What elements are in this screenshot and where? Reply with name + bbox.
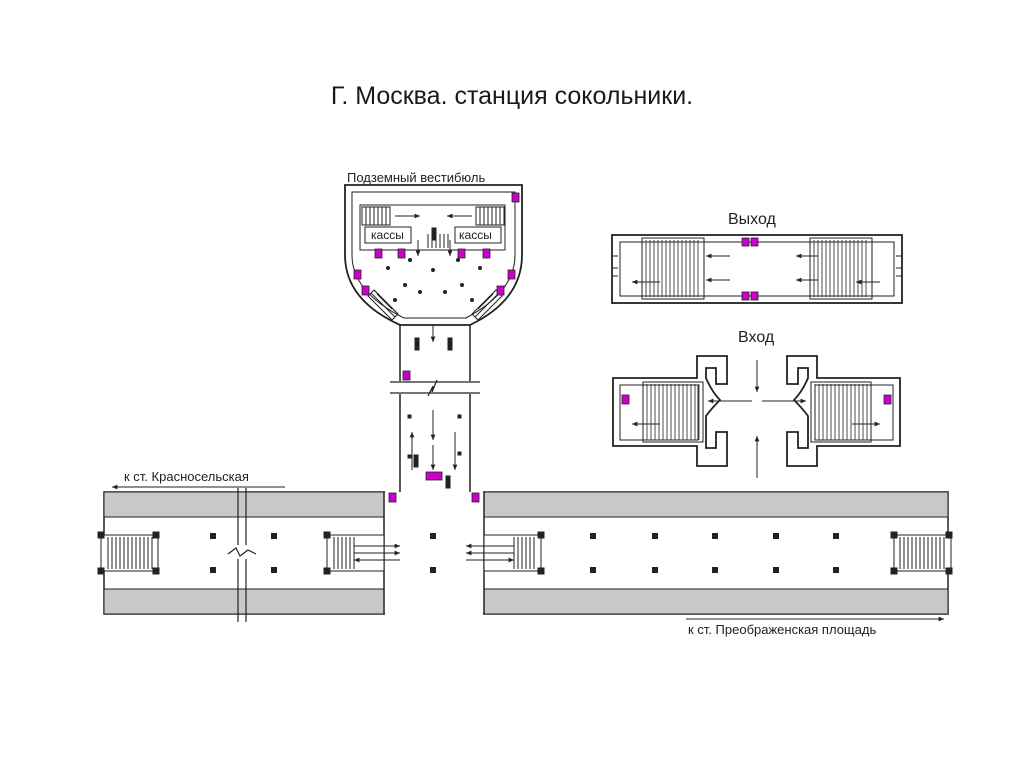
platform: [97, 488, 953, 622]
label-to-preobrazhenskaya: к ст. Преображенская площадь: [688, 622, 876, 637]
break-line: [227, 488, 257, 622]
stairs-right-end: [890, 531, 953, 575]
label-entrance: Вход: [738, 329, 775, 346]
magenta-markers: [353, 192, 520, 503]
label-exit: Выход: [728, 211, 777, 228]
vestibule: [344, 184, 523, 326]
page-title: Г. Москва. станция сокольники.: [330, 82, 694, 110]
stairs-center-right: [466, 531, 545, 575]
corridor-flow: [407, 312, 462, 489]
track-bottom-right: [483, 588, 949, 615]
entrance-block: [612, 355, 901, 478]
label-ticket-office-right: кассы: [459, 228, 492, 242]
stairs-left-end: [97, 531, 160, 575]
label-vestibule: Подземный вестибюль: [347, 170, 485, 185]
exit-block: [611, 234, 903, 304]
platform-columns: [210, 533, 839, 573]
label-ticket-office-left: кассы: [371, 228, 404, 242]
track-bottom-left: [103, 588, 385, 615]
label-to-krasnoselskaya: к ст. Красносельская: [124, 469, 249, 484]
track-top-right: [483, 491, 949, 518]
corridor-break: [388, 379, 482, 397]
track-top-left: [103, 491, 385, 518]
stairs-center-left: [323, 531, 400, 575]
